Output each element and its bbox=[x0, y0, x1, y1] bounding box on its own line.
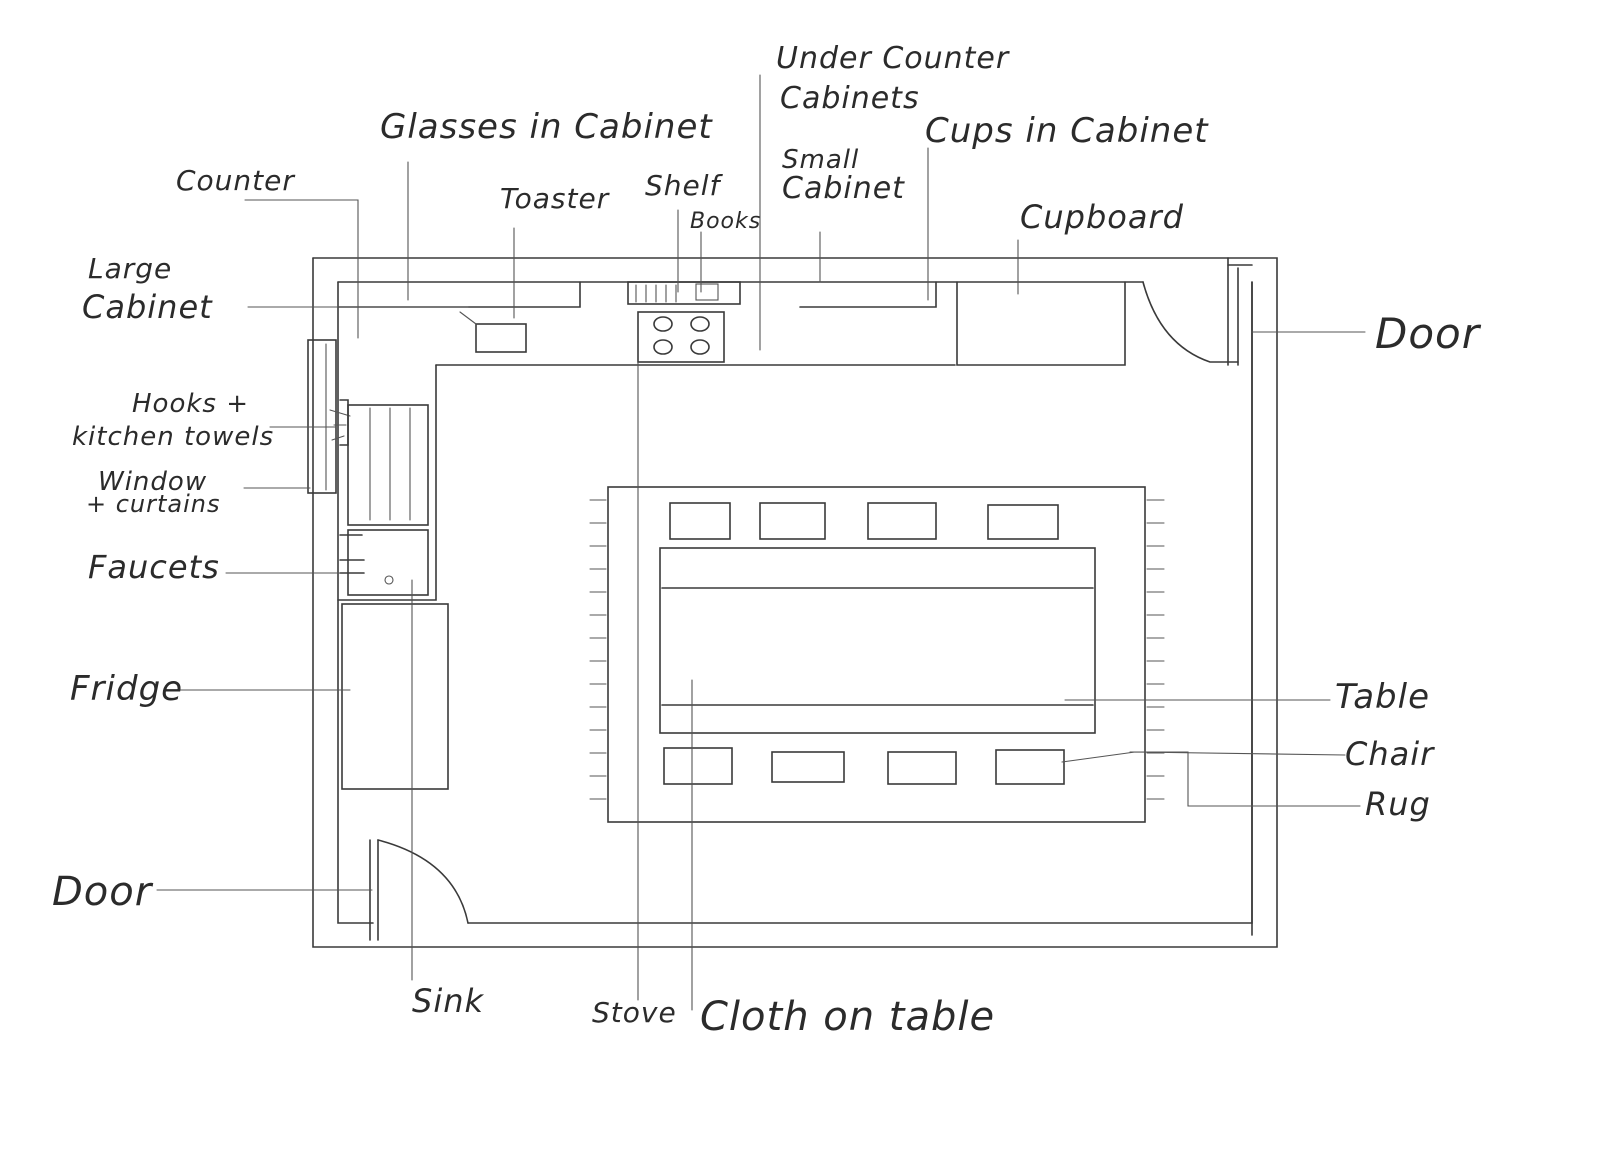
walls bbox=[312, 257, 1278, 948]
label-glasses-in-cabinet: Glasses in Cabinet bbox=[380, 107, 713, 147]
rug-shape bbox=[589, 486, 1165, 823]
label-books: Books bbox=[690, 209, 761, 234]
chairs bbox=[663, 502, 1065, 785]
label-counter: Counter bbox=[176, 164, 295, 197]
labels: Under Counter Cabinets Glasses in Cabine… bbox=[52, 41, 1482, 1040]
label-cupboard: Cupboard bbox=[1020, 198, 1184, 236]
label-sink: Sink bbox=[412, 982, 484, 1020]
door-left-swing bbox=[369, 839, 469, 941]
label-door-right: Door bbox=[1375, 309, 1482, 358]
shelf-books bbox=[627, 281, 741, 305]
label-door-left: Door bbox=[52, 869, 154, 915]
label-small-cabinet-line2: Cabinet bbox=[782, 171, 905, 206]
sink-shape bbox=[339, 404, 429, 596]
label-hooks-line2: kitchen towels bbox=[72, 422, 274, 452]
label-fridge: Fridge bbox=[70, 669, 183, 709]
label-stove: Stove bbox=[592, 996, 677, 1029]
label-large-cabinet-line1: Large bbox=[88, 252, 172, 285]
label-large-cabinet-line2: Cabinet bbox=[82, 288, 213, 326]
label-hooks-line1: Hooks + bbox=[132, 389, 249, 419]
fridge-shape bbox=[341, 603, 449, 790]
hooks-towels bbox=[329, 399, 351, 446]
toaster-leader bbox=[459, 311, 477, 325]
label-toaster: Toaster bbox=[500, 182, 610, 215]
label-window-line1: Window bbox=[98, 467, 207, 497]
label-shelf: Shelf bbox=[645, 169, 724, 202]
label-chair: Chair bbox=[1345, 735, 1435, 773]
label-under-counter-cabinets-line2: Cabinets bbox=[780, 81, 920, 116]
label-window-line2: + curtains bbox=[86, 490, 221, 518]
door-right-swing bbox=[1142, 267, 1239, 366]
label-faucets: Faucets bbox=[88, 548, 220, 586]
table-shape bbox=[659, 547, 1096, 734]
leader-lines bbox=[156, 74, 1366, 1011]
label-cups-in-cabinet: Cups in Cabinet bbox=[925, 111, 1209, 151]
toaster-shape bbox=[475, 323, 527, 353]
label-under-counter-cabinets-line1: Under Counter bbox=[776, 41, 1010, 76]
window-curtains bbox=[307, 339, 337, 494]
stove-shape bbox=[637, 311, 725, 363]
counters bbox=[337, 281, 1126, 601]
label-small-cabinet-line1: Small bbox=[782, 145, 859, 175]
label-table: Table bbox=[1335, 677, 1430, 717]
label-rug: Rug bbox=[1365, 785, 1431, 823]
label-cloth-on-table: Cloth on table bbox=[700, 994, 995, 1040]
